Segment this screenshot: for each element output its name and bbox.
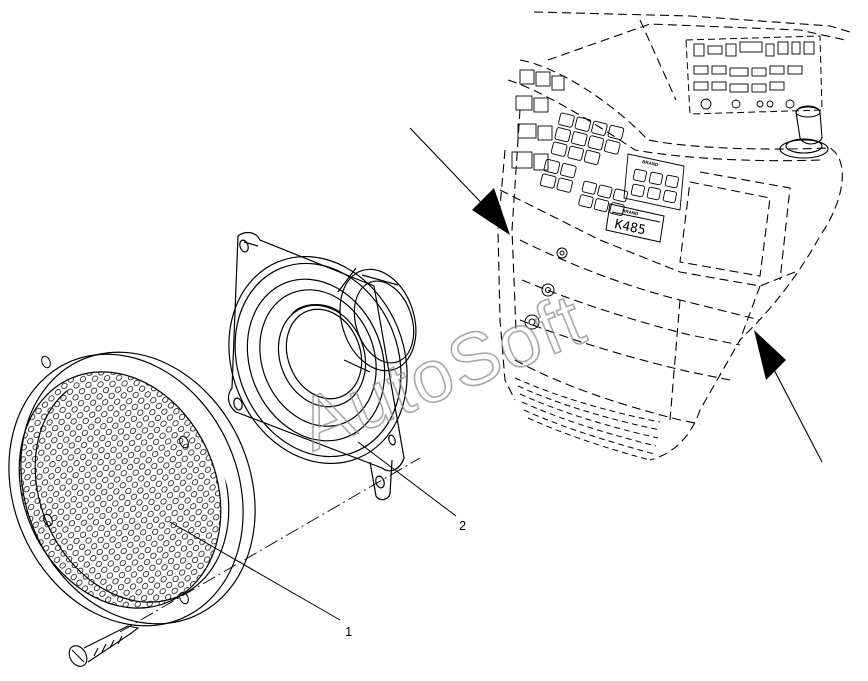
speaker-grille [8,351,256,627]
leader-line-grille [169,521,341,621]
view-arrow-left [409,127,510,235]
overhead-switch-panel [685,35,823,115]
radio-display [605,203,665,243]
brand-label-top: BRAND [642,159,660,167]
watermark: AutoSoft [288,277,597,466]
left-switch-cluster [511,69,629,216]
speaker-assembly [227,231,417,501]
mounting-screw [68,625,140,667]
leader-line-speaker [357,441,457,517]
callout-1: 1 [345,624,352,639]
console-bolts [524,247,568,330]
radio-readout: K485 [613,217,647,238]
lower-vent-slats [514,377,661,461]
assembly-centerline [119,457,421,633]
shift-knob [779,105,829,159]
callout-2: 2 [459,518,466,533]
view-arrow-right [754,330,823,463]
climate-control-block [623,153,685,211]
dashboard-console [497,11,851,461]
brand-label-bottom: BRAND [622,208,640,216]
